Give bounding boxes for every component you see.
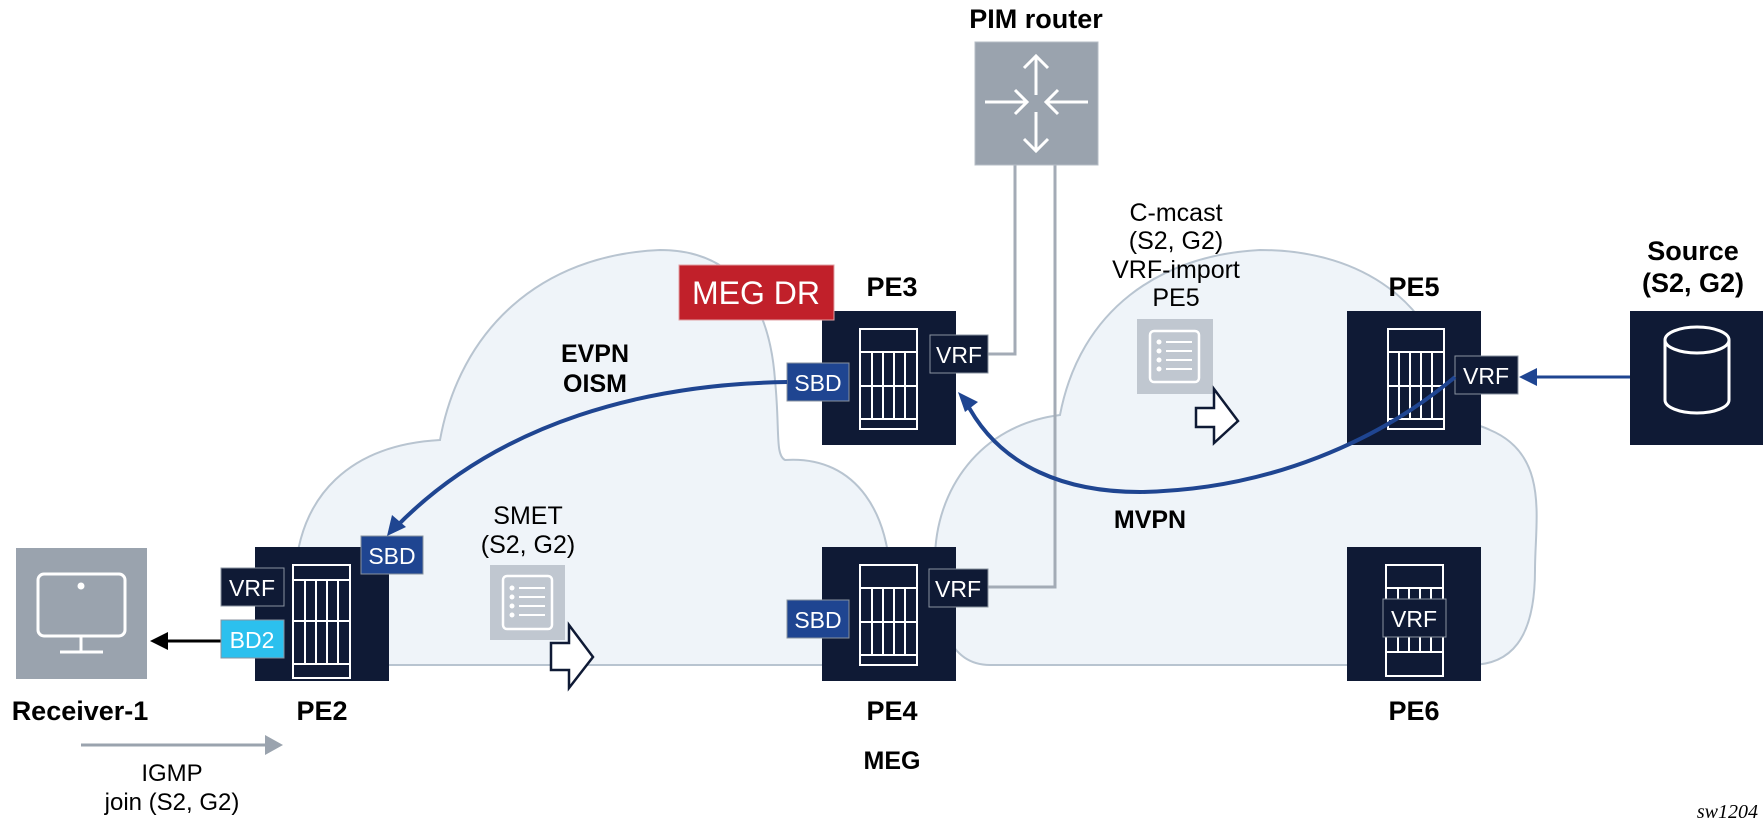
cmcast-label-2: (S2, G2)	[1129, 227, 1223, 255]
monitor-dot	[77, 582, 85, 590]
pe5-vrf-text: VRF	[1463, 363, 1509, 389]
mvpn-flow	[963, 375, 1457, 495]
pe5-vrf-tag[interactable]: VRF	[1454, 355, 1519, 395]
pe4-vrf-text: VRF	[935, 576, 981, 602]
smet-direction-arrow	[549, 621, 595, 692]
pe2-bd2-tag[interactable]: BD2	[220, 619, 285, 659]
pe2-sbd-text: SBD	[368, 543, 415, 569]
pim-link-pe4	[987, 165, 1057, 589]
pe4-vrf-tag[interactable]: VRF	[928, 568, 989, 608]
receiver-1[interactable]	[16, 548, 147, 679]
source-node[interactable]	[1630, 311, 1763, 445]
pe4-sbd-tag[interactable]: SBD	[786, 599, 850, 639]
cmcast-label-1: C-mcast	[1129, 199, 1222, 227]
receiver-label: Receiver-1	[12, 696, 149, 726]
pe6-vrf-text: VRF	[1391, 606, 1437, 632]
chassis-icon	[859, 328, 918, 430]
evpn-label-2: OISM	[563, 370, 627, 398]
pe4-sbd-text: SBD	[794, 607, 841, 633]
pe2-vrf-tag[interactable]: VRF	[220, 567, 285, 607]
meg-label: MEG	[864, 747, 921, 775]
igmp-label-2: join (S2, G2)	[104, 789, 240, 816]
mvpn-label: MVPN	[1114, 506, 1186, 534]
arrow-head-pe5	[1519, 368, 1537, 386]
pe6-label: PE6	[1388, 696, 1439, 726]
mvpn-arrow-head	[958, 392, 978, 412]
router-arrows-icon	[985, 53, 1088, 154]
pe3-sbd-tag[interactable]: SBD	[786, 362, 850, 402]
pe2-sbd-tag[interactable]: SBD	[360, 535, 424, 575]
monitor-icon	[36, 572, 127, 654]
pe2-label: PE2	[296, 696, 347, 726]
pim-link-pe3	[987, 165, 1017, 356]
igmp-arrow-head	[265, 735, 283, 755]
igmp-label-1: IGMP	[141, 760, 202, 787]
pe3-vrf-tag[interactable]: VRF	[929, 334, 989, 374]
evpn-arrow-head	[387, 515, 406, 536]
evpn-label-1: EVPN	[561, 340, 629, 368]
chassis-icon	[859, 564, 918, 666]
cmcast-direction-arrow	[1194, 385, 1240, 446]
pe3-sbd-text: SBD	[794, 370, 841, 396]
chassis-icon	[292, 564, 351, 679]
pe3-vrf-text: VRF	[936, 342, 982, 368]
pe5-label: PE5	[1388, 272, 1439, 302]
pe4-label: PE4	[866, 696, 917, 726]
meg-dr-text: MEG DR	[692, 275, 820, 311]
chassis-icon	[1387, 328, 1445, 430]
arrow-head-receiver	[150, 632, 168, 650]
figure-id: sw1204	[1697, 801, 1758, 823]
pe2-vrf-text: VRF	[229, 575, 275, 601]
smet-label-2: (S2, G2)	[481, 531, 575, 559]
smet-document-icon	[490, 565, 565, 640]
pim-router[interactable]	[974, 41, 1099, 166]
database-cylinder-icon	[1663, 325, 1731, 415]
evpn-oism-flow	[392, 380, 788, 531]
source-label-1: Source	[1647, 236, 1739, 266]
evpn-cloud	[283, 248, 892, 666]
meg-dr-badge: MEG DR	[678, 264, 835, 321]
source-label-2: (S2, G2)	[1642, 268, 1744, 298]
pe2-bd2-text: BD2	[230, 627, 275, 653]
cmcast-label-3: VRF-import	[1112, 256, 1240, 284]
pe6-vrf-tag[interactable]: VRF	[1382, 598, 1447, 638]
cmcast-document-icon	[1137, 319, 1213, 394]
cmcast-label-4: PE5	[1152, 284, 1199, 312]
smet-label-1: SMET	[493, 502, 562, 530]
pim-router-label: PIM router	[969, 4, 1103, 34]
pe3-label: PE3	[866, 272, 917, 302]
